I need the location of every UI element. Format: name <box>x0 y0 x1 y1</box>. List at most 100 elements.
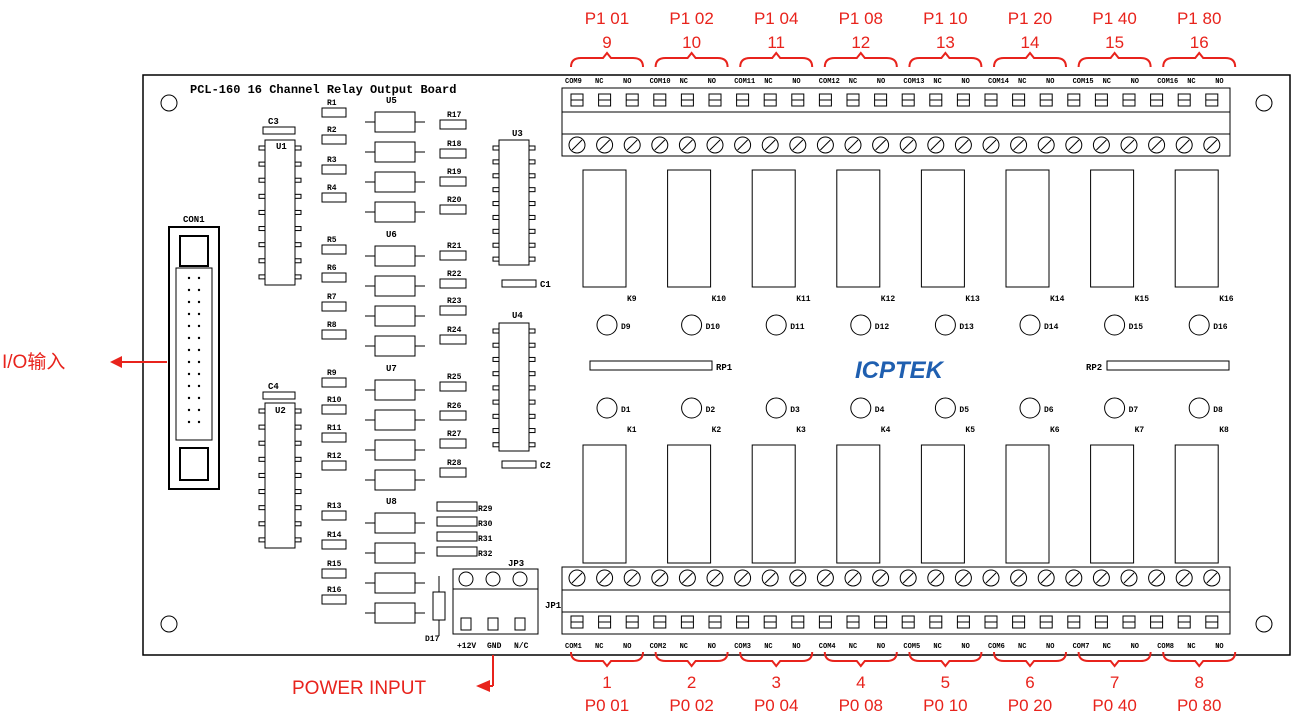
c1-label: C1 <box>540 280 551 290</box>
resistor-label: R29 <box>478 505 493 514</box>
resistor-label: R11 <box>327 424 342 433</box>
terminal-label-com: COM14 <box>988 78 1009 86</box>
resistor-label: R13 <box>327 502 342 511</box>
port-label-top: P1 80 <box>1177 9 1221 28</box>
relay-label: K7 <box>1135 426 1145 435</box>
con1-pin <box>197 300 201 304</box>
port-label-top: P1 20 <box>1008 9 1052 28</box>
terminal-screw <box>761 136 779 154</box>
resistor-label: R32 <box>478 550 493 559</box>
relay-k7 <box>1090 444 1135 564</box>
terminal-label-nc: NC <box>680 643 688 651</box>
io-input-label: I/O输入 <box>2 351 65 373</box>
terminal-gnd: GND <box>487 642 502 651</box>
con1-pin <box>187 336 191 340</box>
channel-number-bottom: 4 <box>856 673 865 692</box>
terminal-label-no: NO <box>877 78 885 86</box>
jp3-label: JP3 <box>508 559 524 569</box>
resistor <box>321 329 347 340</box>
terminal-label-nc: NC <box>595 78 603 86</box>
con1-pin <box>187 288 191 292</box>
mounting-hole <box>160 94 178 112</box>
resistor-label: R28 <box>447 459 462 468</box>
con1-pin <box>187 372 191 376</box>
c4-label: C4 <box>268 382 279 392</box>
terminal-label-nc: NC <box>1103 643 1111 651</box>
terminal-label-com: COM2 <box>650 643 667 651</box>
channel-number-bottom: 1 <box>602 673 611 692</box>
terminal-label-com: COM4 <box>819 643 836 651</box>
relay-k11 <box>751 169 796 288</box>
brand-logo: ICPTEK <box>855 357 945 384</box>
terminal-label-nc: NC <box>1103 78 1111 86</box>
led-d11 <box>765 314 787 336</box>
brace-bottom <box>1077 651 1152 668</box>
channel-number-bottom: 8 <box>1194 673 1203 692</box>
brace-top <box>654 51 729 68</box>
channel-number-bottom: 3 <box>771 673 780 692</box>
terminal-screw <box>1203 136 1221 154</box>
terminal-label-nc: NC <box>595 643 603 651</box>
port-label-bottom: P0 02 <box>669 696 713 715</box>
led-label: D8 <box>1213 406 1223 415</box>
channel-number-top: 9 <box>602 33 611 52</box>
channel-number-top: 10 <box>682 33 701 52</box>
resistor-label: R8 <box>327 321 337 330</box>
con1-pin <box>197 372 201 376</box>
resistor <box>321 377 347 388</box>
channel-number-bottom: 6 <box>1025 673 1034 692</box>
power-input-label: POWER INPUT <box>292 678 426 699</box>
con1-pin <box>197 336 201 340</box>
terminal-label-nc: NC <box>1018 643 1026 651</box>
terminal-screw <box>1203 569 1221 587</box>
led-label: D3 <box>790 406 800 415</box>
led-d5 <box>934 397 956 419</box>
terminal-label-no: NO <box>1131 643 1139 651</box>
resistor <box>321 107 347 118</box>
terminal-label-com: COM15 <box>1073 78 1094 86</box>
con1-pin <box>187 420 191 424</box>
terminal-label-no: NO <box>1215 78 1223 86</box>
port-label-bottom: P0 20 <box>1008 696 1052 715</box>
port-label-top: P1 10 <box>923 9 967 28</box>
resistor <box>321 134 347 145</box>
resistor <box>439 305 467 316</box>
resistor <box>439 467 467 478</box>
u6-label: U6 <box>386 230 397 240</box>
terminal-screw <box>954 136 972 154</box>
resistor-label: R1 <box>327 99 337 108</box>
port-label-top: P1 04 <box>754 9 798 28</box>
led-label: D7 <box>1129 406 1139 415</box>
led-label: D12 <box>875 323 890 332</box>
brace-bottom <box>1162 651 1237 668</box>
terminal-label-com: COM6 <box>988 643 1005 651</box>
resistor-label: R14 <box>327 531 342 540</box>
terminal-label-nc: NC <box>849 643 857 651</box>
con1-pin <box>197 396 201 400</box>
brace-top <box>1162 51 1237 68</box>
led-label: D6 <box>1044 406 1054 415</box>
resistor <box>321 164 347 175</box>
port-label-bottom: P0 10 <box>923 696 967 715</box>
jp3-connector <box>452 568 539 635</box>
relay-label: K11 <box>796 295 811 304</box>
con1-pin <box>197 312 201 316</box>
relay-k2 <box>667 444 712 564</box>
led-d4 <box>850 397 872 419</box>
con1-pin <box>197 384 201 388</box>
relay-k9 <box>582 169 627 288</box>
relay-k14 <box>1005 169 1050 288</box>
led-d15 <box>1104 314 1126 336</box>
led-label: D5 <box>959 406 969 415</box>
terminal-screw <box>651 136 669 154</box>
resistor <box>436 501 478 512</box>
terminal-screw <box>651 569 669 587</box>
con1-pin <box>187 360 191 364</box>
brace-bottom <box>570 651 644 668</box>
con1-body <box>175 267 213 441</box>
terminal-screw <box>1092 136 1110 154</box>
relay-label: K8 <box>1219 426 1229 435</box>
relay-label: K14 <box>1050 295 1065 304</box>
terminal-label-com: COM5 <box>903 643 920 651</box>
terminal-screw <box>1175 569 1193 587</box>
